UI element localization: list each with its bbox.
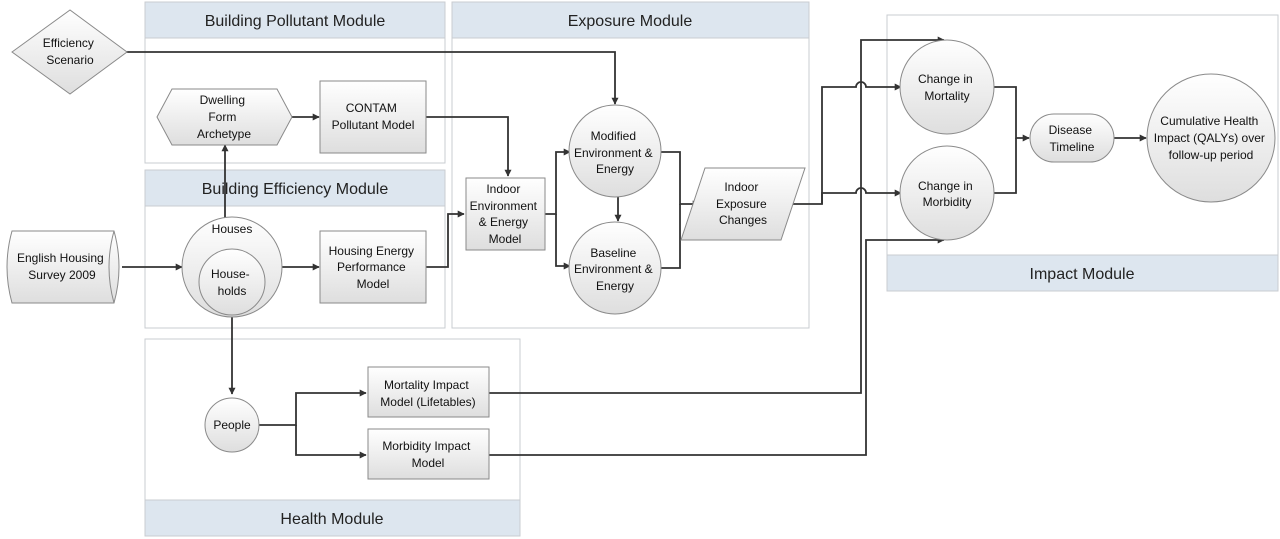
people-circle: People (204, 397, 260, 453)
houses-circle: Houses House- holds (181, 216, 283, 318)
housing-energy-model-box: Housing Energy Performance Model (319, 230, 427, 304)
edge-mortality-model-to-change (489, 36, 945, 394)
contam-model-box: CONTAM Pollutant Model (319, 80, 427, 154)
change-mortality-label: Change in Mortality (918, 72, 976, 103)
baseline-environment-circle: Baseline Environment & Energy (568, 221, 662, 315)
morbidity-impact-model-label: Morbidity Impact Model (382, 439, 473, 470)
edge-modified-to-exposure (660, 151, 700, 208)
houses-label: Houses (212, 222, 253, 236)
housing-energy-model-label: Housing Energy Performance Model (329, 244, 418, 291)
dwelling-form-hexagon: Dwelling Form Archetype (156, 88, 293, 146)
edge-morbidity-model-to-change (489, 236, 945, 456)
efficiency-scenario-label: Efficiency Scenario (43, 36, 97, 67)
building-pollutant-module-title: Building Pollutant Module (205, 13, 386, 30)
disease-timeline-label: Disease Timeline (1049, 123, 1096, 154)
morbidity-impact-model-box: Morbidity Impact Model (367, 428, 490, 480)
cumulative-health-impact-circle: Cumulative Health Impact (QALYs) over fo… (1146, 73, 1276, 203)
edge-people-to-mortality-model (259, 389, 367, 426)
mortality-impact-model-box: Mortality Impact Model (Lifetables) (367, 366, 490, 418)
exposure-module-title: Exposure Module (568, 13, 693, 30)
english-housing-survey-label: English Housing Survey 2009 (17, 251, 107, 282)
edges (122, 36, 1147, 459)
indoor-exposure-label: Indoor Exposure Changes (716, 180, 770, 227)
baseline-environment-label: Baseline Environment & Energy (574, 246, 656, 293)
indoor-environment-model-box: Indoor Environment & Energy Model (465, 177, 546, 251)
edge-mortality-to-timeline (990, 86, 1030, 142)
edge-scenario-to-modified (125, 51, 619, 105)
households-circle (198, 248, 266, 316)
edge-people-to-morbidity-model (295, 425, 367, 459)
edge-contam-to-indoor (425, 116, 512, 177)
health-module-title: Health Module (280, 511, 383, 528)
efficiency-scenario-diamond: Efficiency Scenario (11, 9, 128, 95)
building-efficiency-module-title: Building Efficiency Module (202, 181, 389, 198)
people-label: People (213, 418, 251, 432)
edge-morbidity-to-timeline (990, 138, 1017, 194)
edge-exposure-to-mortality (788, 81, 902, 205)
edge-baseline-to-exposure (660, 204, 681, 269)
change-morbidity-circle: Change in Morbidity (899, 145, 995, 241)
exposure-module: Exposure Module (451, 1, 810, 329)
dwelling-form-label: Dwelling Form Archetype (197, 93, 251, 141)
indoor-exposure-parallelogram: Indoor Exposure Changes (680, 167, 806, 241)
english-housing-survey-cylinder: English Housing Survey 2009 (6, 230, 120, 304)
contam-model-label: CONTAM Pollutant Model (332, 101, 415, 132)
cumulative-health-impact-label: Cumulative Health Impact (QALYs) over fo… (1154, 114, 1268, 162)
edge-indoor-to-modified (545, 148, 571, 215)
impact-module-title: Impact Module (1030, 266, 1135, 283)
change-mortality-circle: Change in Mortality (899, 39, 995, 135)
modified-environment-label: Modified Environment & Energy (574, 129, 656, 176)
modified-environment-circle: Modified Environment & Energy (568, 104, 662, 198)
indoor-environment-model-label: Indoor Environment & Energy Model (470, 182, 541, 246)
edge-indoor-to-baseline (555, 214, 571, 270)
edge-energy-to-indoor (426, 210, 465, 268)
households-label: House- holds (211, 267, 253, 298)
mortality-impact-model-label: Mortality Impact Model (Lifetables) (380, 378, 475, 409)
disease-timeline-pill: Disease Timeline (1029, 113, 1115, 163)
change-morbidity-label: Change in Morbidity (918, 179, 976, 209)
